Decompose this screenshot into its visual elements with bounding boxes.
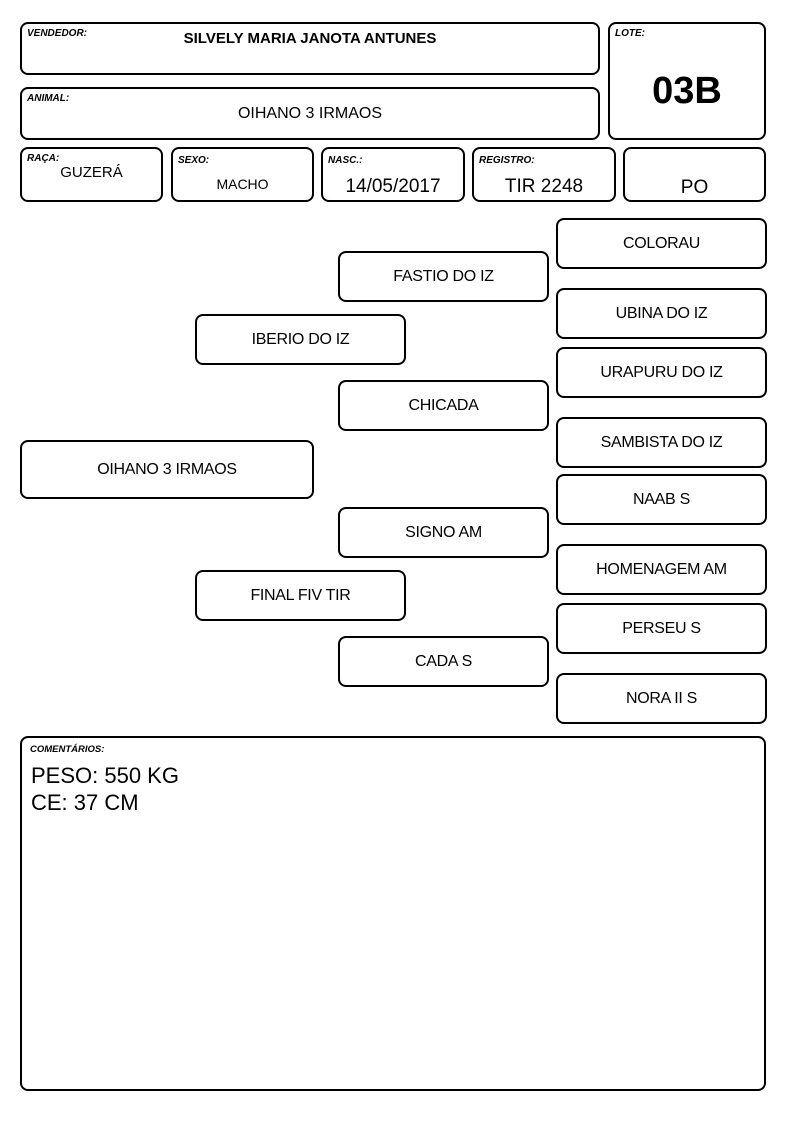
pedigree-ggp-1: COLORAU [556, 218, 767, 269]
pedigree-dam-dam: CADA S [338, 636, 549, 687]
categoria-value: PO [680, 177, 709, 198]
pedigree-ggp-4: SAMBISTA DO IZ [556, 417, 767, 468]
comments-label: COMENTÁRIOS: [30, 744, 105, 755]
registro-value: TIR 2248 [504, 176, 584, 197]
pedigree-dam: FINAL FIV TIR [195, 570, 406, 621]
registro-label: REGISTRO: [479, 155, 535, 166]
pedigree-sire-sire: FASTIO DO IZ [338, 251, 549, 302]
pedigree-sire-dam: CHICADA [338, 380, 549, 431]
sexo-value: MACHO [216, 176, 269, 192]
comment-line-ce: CE: 37 CM [31, 790, 139, 815]
animal-box: ANIMAL: OIHANO 3 IRMAOS [20, 87, 600, 140]
registro-box: REGISTRO: TIR 2248 [472, 147, 616, 202]
animal-label: ANIMAL: [27, 93, 70, 104]
lote-value: 03B [652, 70, 722, 112]
lote-box: LOTE: 03B [608, 22, 766, 140]
pedigree-animal: OIHANO 3 IRMAOS [20, 440, 314, 499]
nasc-label: NASC.: [328, 155, 363, 166]
sexo-label: SEXO: [178, 155, 210, 166]
comments-box: COMENTÁRIOS: PESO: 550 KG CE: 37 CM [20, 736, 766, 1091]
pedigree-ggp-8: NORA II S [556, 673, 767, 724]
pedigree-sire: IBERIO DO IZ [195, 314, 406, 365]
pedigree-ggp-5: NAAB S [556, 474, 767, 525]
sexo-box: SEXO: MACHO [171, 147, 314, 202]
lote-label: LOTE: [615, 28, 645, 39]
raca-label: RAÇA: [27, 153, 60, 164]
categoria-box: PO [623, 147, 766, 202]
pedigree-ggp-6: HOMENAGEM AM [556, 544, 767, 595]
raca-value: GUZERÁ [60, 164, 123, 181]
nasc-value: 14/05/2017 [345, 176, 441, 197]
raca-box: RAÇA: GUZERÁ [20, 147, 163, 202]
vendedor-box: VENDEDOR: SILVELY MARIA JANOTA ANTUNES [20, 22, 600, 75]
comments-text: PESO: 550 KG CE: 37 CM [31, 762, 179, 816]
pedigree-dam-sire: SIGNO AM [338, 507, 549, 558]
comment-line-peso: PESO: 550 KG [31, 763, 179, 788]
pedigree-ggp-2: UBINA DO IZ [556, 288, 767, 339]
animal-value: OIHANO 3 IRMAOS [237, 105, 383, 122]
pedigree-ggp-7: PERSEU S [556, 603, 767, 654]
pedigree-ggp-3: URAPURU DO IZ [556, 347, 767, 398]
vendedor-label: VENDEDOR: [27, 28, 88, 39]
vendedor-value: SILVELY MARIA JANOTA ANTUNES [183, 30, 437, 47]
nasc-box: NASC.: 14/05/2017 [321, 147, 465, 202]
